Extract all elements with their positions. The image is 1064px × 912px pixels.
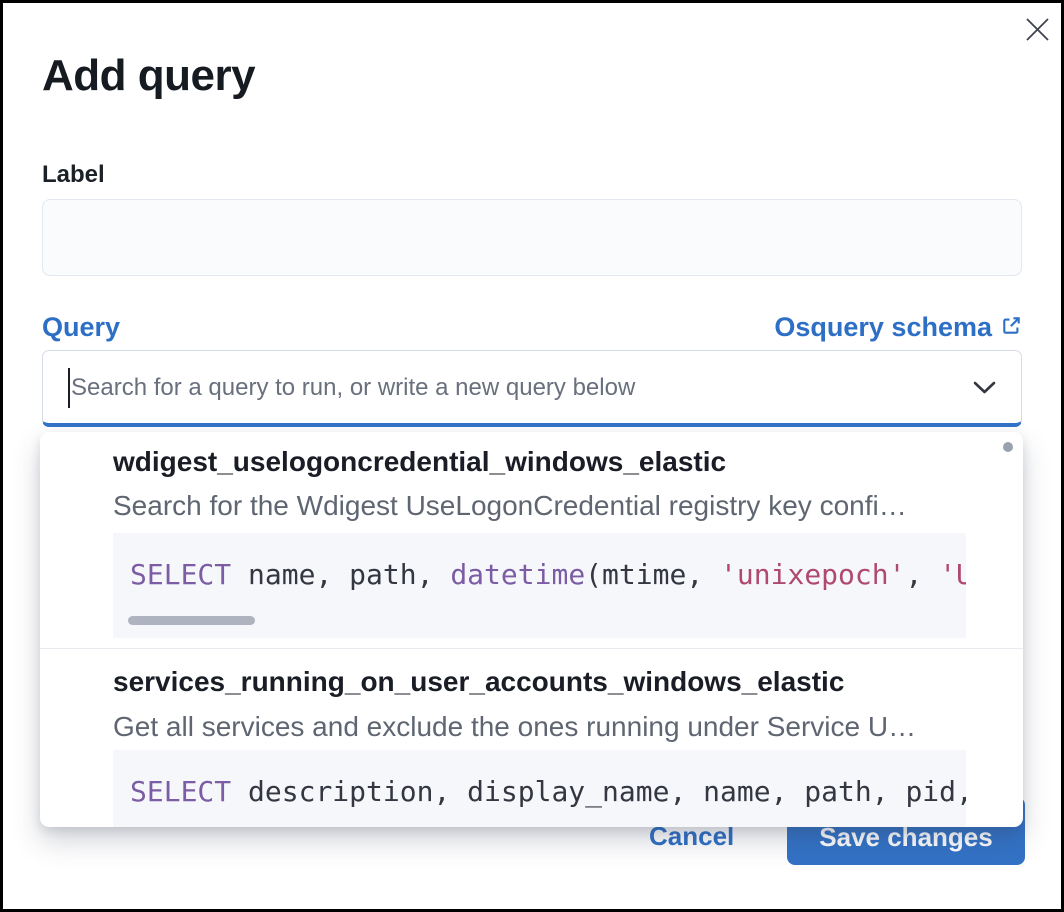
label-field-label: Label	[42, 161, 105, 188]
sql-code-block: SELECT description, display_name, name, …	[113, 750, 966, 827]
close-icon	[1024, 16, 1051, 46]
query-option-description: Search for the Wdigest UseLogonCredentia…	[113, 490, 907, 521]
query-option-title: services_running_on_user_accounts_window…	[113, 666, 845, 697]
sql-code-block: SELECT name, path, datetime(mtime, 'unix…	[113, 533, 966, 638]
label-input[interactable]	[42, 199, 1022, 276]
query-option-services[interactable]: services_running_on_user_accounts_window…	[40, 649, 1023, 827]
query-search-combobox[interactable]: Search for a query to run, or write a ne…	[42, 350, 1022, 427]
query-option-title: wdigest_uselogoncredential_windows_elast…	[113, 446, 727, 477]
external-link-icon	[1001, 312, 1022, 343]
sql-code-line: SELECT name, path, datetime(mtime, 'unix…	[130, 558, 966, 591]
query-suggestions-dropdown: wdigest_uselogoncredential_windows_elast…	[40, 432, 1023, 827]
query-option-wdigest[interactable]: wdigest_uselogoncredential_windows_elast…	[40, 432, 1023, 648]
sql-code-line: SELECT description, display_name, name, …	[130, 775, 966, 808]
text-cursor	[68, 368, 70, 408]
page-title: Add query	[42, 51, 256, 100]
option-divider	[40, 648, 1023, 649]
query-option-description: Get all services and exclude the ones ru…	[113, 711, 917, 742]
vertical-scrollbar-thumb[interactable]	[1003, 442, 1013, 452]
combobox-placeholder: Search for a query to run, or write a ne…	[71, 373, 636, 401]
save-changes-label: Save changes	[819, 822, 993, 852]
query-field-label: Query	[42, 312, 121, 342]
close-button[interactable]	[1017, 11, 1057, 51]
chevron-down-icon[interactable]	[972, 380, 997, 401]
horizontal-scrollbar-thumb[interactable]	[128, 616, 255, 625]
osquery-schema-link[interactable]: Osquery schema	[774, 312, 1022, 343]
osquery-schema-link-label: Osquery schema	[774, 312, 992, 342]
